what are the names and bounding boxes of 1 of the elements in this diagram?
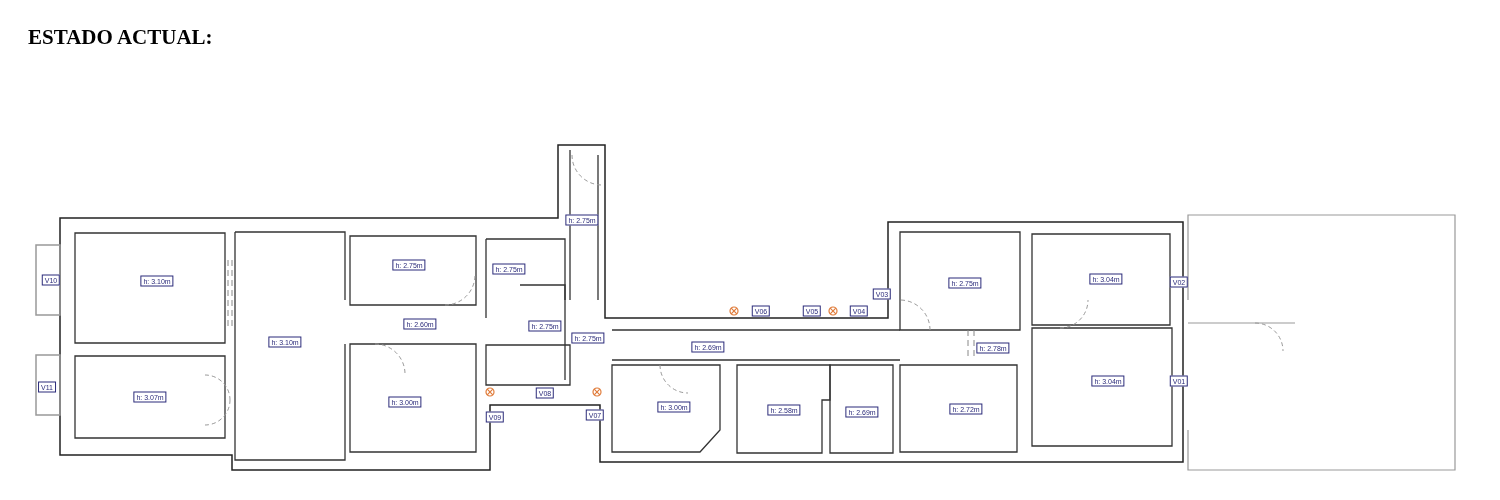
title: ESTADO ACTUAL: [28, 24, 213, 51]
